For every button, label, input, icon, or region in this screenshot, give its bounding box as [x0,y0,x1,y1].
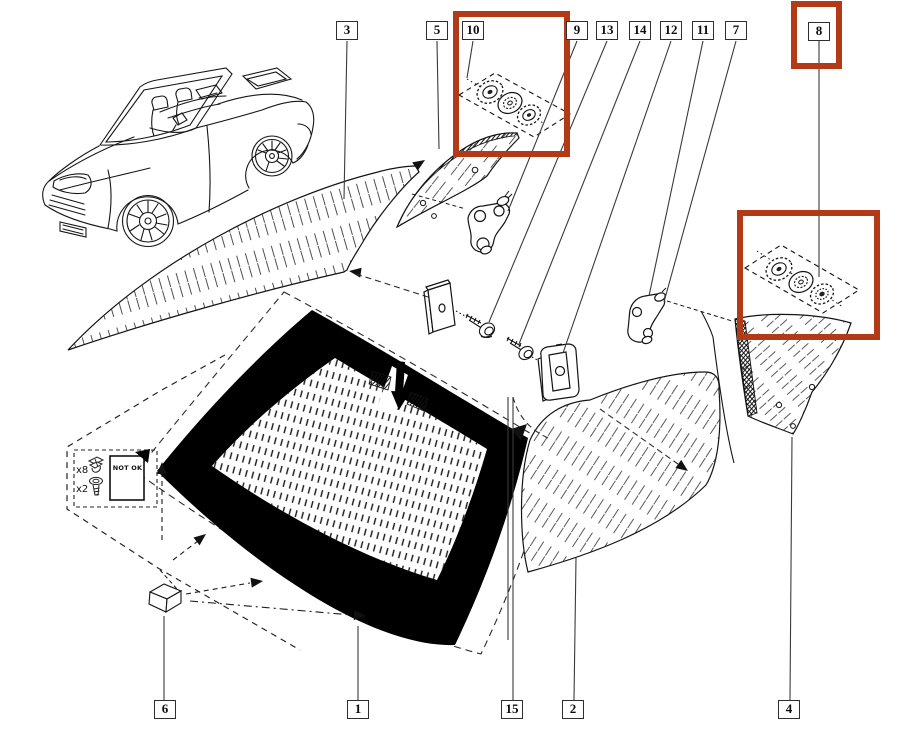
link-glass3-plate [355,273,429,298]
front-wheel [121,194,175,248]
part-9-bracket[interactable] [411,190,513,255]
callout-7[interactable]: 7 [725,21,747,40]
part-8-washer-set[interactable] [743,244,861,314]
assembly-arrow [349,267,362,278]
clip-icon [87,456,105,473]
assembly-arrow [511,424,527,441]
callout-13[interactable]: 13 [596,21,618,40]
not-ok-card [109,449,150,501]
part-12-mounting-plate[interactable] [423,279,466,335]
callout-14[interactable]: 14 [629,21,651,40]
part-10-washer-set[interactable] [457,72,572,138]
clip-quantity-label: x8 [76,465,89,476]
insert-arrow [391,361,410,410]
callout-1[interactable]: 1 [347,700,369,719]
part-7-bracket[interactable] [627,287,733,345]
callout-6[interactable]: 6 [154,700,176,719]
part-3-door-glass[interactable] [67,156,428,351]
callout-12[interactable]: 12 [660,21,682,40]
callout-9[interactable]: 9 [566,21,588,40]
part-2-door-glass[interactable] [511,371,721,573]
highlight-frame-10 [453,11,570,157]
part-13-bolt[interactable] [465,313,497,340]
callout-10[interactable]: 10 [462,21,484,40]
assembly-arrow [412,160,425,171]
highlight-frame-8-part [737,210,880,340]
screw-quantity-label: x2 [76,484,89,495]
part-4-quarter-glass[interactable] [700,310,852,464]
fastener-legend [66,354,301,651]
callout-5[interactable]: 5 [426,21,448,40]
callout-15[interactable]: 15 [501,700,523,719]
vehicle-illustration [42,67,315,248]
highlight-frame-8-label [791,1,842,69]
callout-8[interactable]: 8 [808,22,830,41]
part-1-windscreen[interactable] [135,291,555,655]
part-14-bolt[interactable] [506,336,542,363]
part-15-clip-plate[interactable] [537,343,580,402]
fit-direction-arrows [157,462,366,621]
not-ok-card-label: NOT OK [112,464,143,472]
callout-4[interactable]: 4 [778,700,800,719]
rear-wheel [251,135,293,177]
leader-lines [163,40,820,701]
selection-highlights [453,1,880,340]
windscreen-dashed-outline [135,291,555,655]
part-6-spacer-wedge[interactable] [148,583,183,614]
screw-icon [89,476,103,496]
callout-11[interactable]: 11 [692,21,714,40]
callout-3[interactable]: 3 [336,21,358,40]
callout-2[interactable]: 2 [562,700,584,719]
